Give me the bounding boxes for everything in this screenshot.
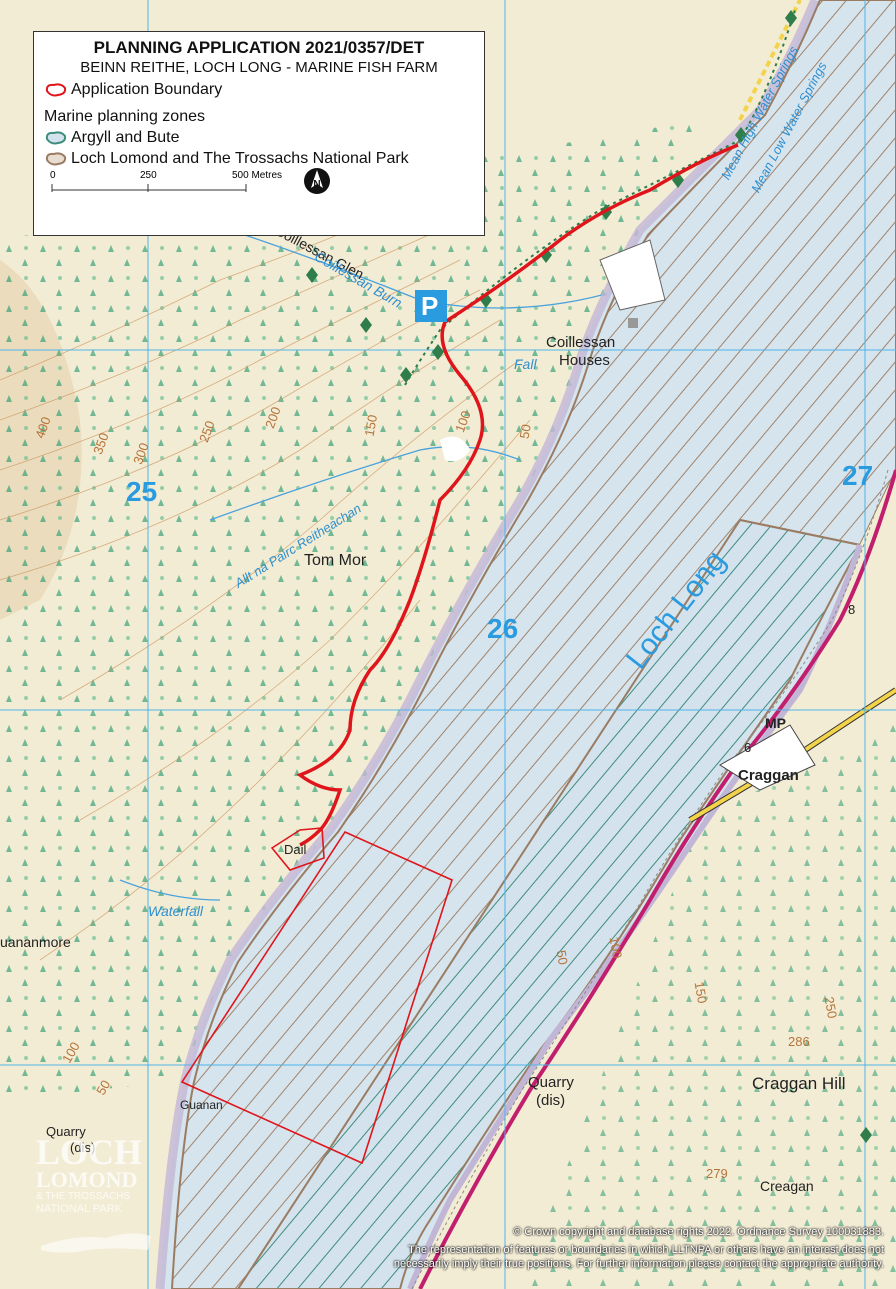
parking-sign-icon [415,290,447,322]
craggan-building [719,724,816,791]
label-quarry-right-dis: (dis) [536,1092,566,1109]
contour-286: 286 [788,1034,810,1049]
label-quarry-right: Quarry [528,1074,574,1091]
east-road [418,469,896,1289]
logo-mountain-icon [41,1233,151,1253]
legend-row-application-boundary: Application Boundary [44,81,474,99]
label-craggan: Craggan [738,767,799,784]
lltnp-swatch-icon [45,152,67,166]
legend-subtitle: BEINN REITHE, LOCH LONG - MARINE FISH FA… [80,59,438,76]
grid-label-26: 26 [487,613,519,644]
label-quarry-left: Quarry [46,1124,86,1139]
legend-panel: PLANNING APPLICATION 2021/0357/DET BEINN… [33,31,485,236]
label-guanan: Guanan [180,1098,223,1112]
coillessan-building [599,239,666,311]
scale-label-zero: 0 [50,170,56,181]
clearing [440,436,470,462]
lltnp-marine-zone [170,0,896,1289]
label-tom-mor: Tom Mor [304,552,367,569]
railway [411,469,889,1289]
logo-line-3: & THE TROSSACHS [36,1191,131,1202]
label-coillessan: Coillessan [546,334,616,351]
scale-bar: 0 250 500 Metres N [44,168,474,202]
scale-label-mid: 250 [140,170,157,181]
north-arrow-icon: N [304,168,330,194]
parking-label: P [421,291,439,321]
grid-label-25: 25 [126,476,158,507]
label-houses: Houses [559,352,610,369]
coillessan-house [628,318,638,328]
application-boundary-swatch-icon [45,83,67,97]
application-route [296,143,739,847]
legend-label-application-boundary: Application Boundary [71,81,223,98]
label-dail: Dail [284,842,307,857]
label-craggan-hill: Craggan Hill [752,1074,846,1093]
label-waterfall: Waterfall [148,903,203,919]
logo-line-4: NATIONAL PARK [36,1203,122,1215]
scale-label-end: 500 Metres [232,170,283,181]
legend-row-lltnp: Loch Lomond and The Trossachs National P… [44,150,474,168]
label-fall: Fall [514,356,537,372]
legend-label-lltnp: Loch Lomond and The Trossachs National P… [71,150,409,167]
legend-title: PLANNING APPLICATION 2021/0357/DET [93,38,425,57]
path-markers [306,10,872,1143]
legend-label-argyll: Argyll and Bute [71,129,180,146]
legend-zones-heading: Marine planning zones [44,108,205,125]
logo-line-2: LOMOND [36,1167,138,1192]
label-quarry-left-dis: (dis) [70,1140,96,1155]
logo-line-1: LOCH [36,1132,143,1172]
copyright-line-1: © Crown copyright and database rights 20… [513,1226,884,1238]
contour-50: 50 [516,423,534,440]
fish-farm-boundary[interactable] [180,830,453,1165]
legend-row-argyll: Argyll and Bute [44,129,474,147]
contour-8: 8 [848,602,856,617]
label-guananmore: uananmore [0,934,71,950]
svg-text:N: N [313,179,320,190]
grid-label-27: 27 [842,460,874,491]
woodland-east-2 [520,720,896,1289]
woodland-west [0,120,700,1100]
foreshore [155,0,820,1289]
argyll-swatch-icon [45,131,67,145]
argyll-marine-zone [236,518,862,1289]
north-track [738,0,802,121]
contour-279: 279 [706,1166,728,1181]
dail-boundary [270,827,325,871]
label-mp: MP [765,715,786,731]
label-creagan: Creagan [760,1178,814,1194]
contour-6: 6 [744,740,752,755]
contour-50c: 50 [553,949,571,966]
lltnp-logo: LOCH LOMOND & THE TROSSACHS NATIONAL PAR… [36,1132,171,1261]
copyright-line-2: The representation of features or bounda… [408,1244,884,1256]
copyright-line-3: necessarily imply their true positions. … [393,1258,884,1270]
scale-bar-graphic [51,184,247,192]
